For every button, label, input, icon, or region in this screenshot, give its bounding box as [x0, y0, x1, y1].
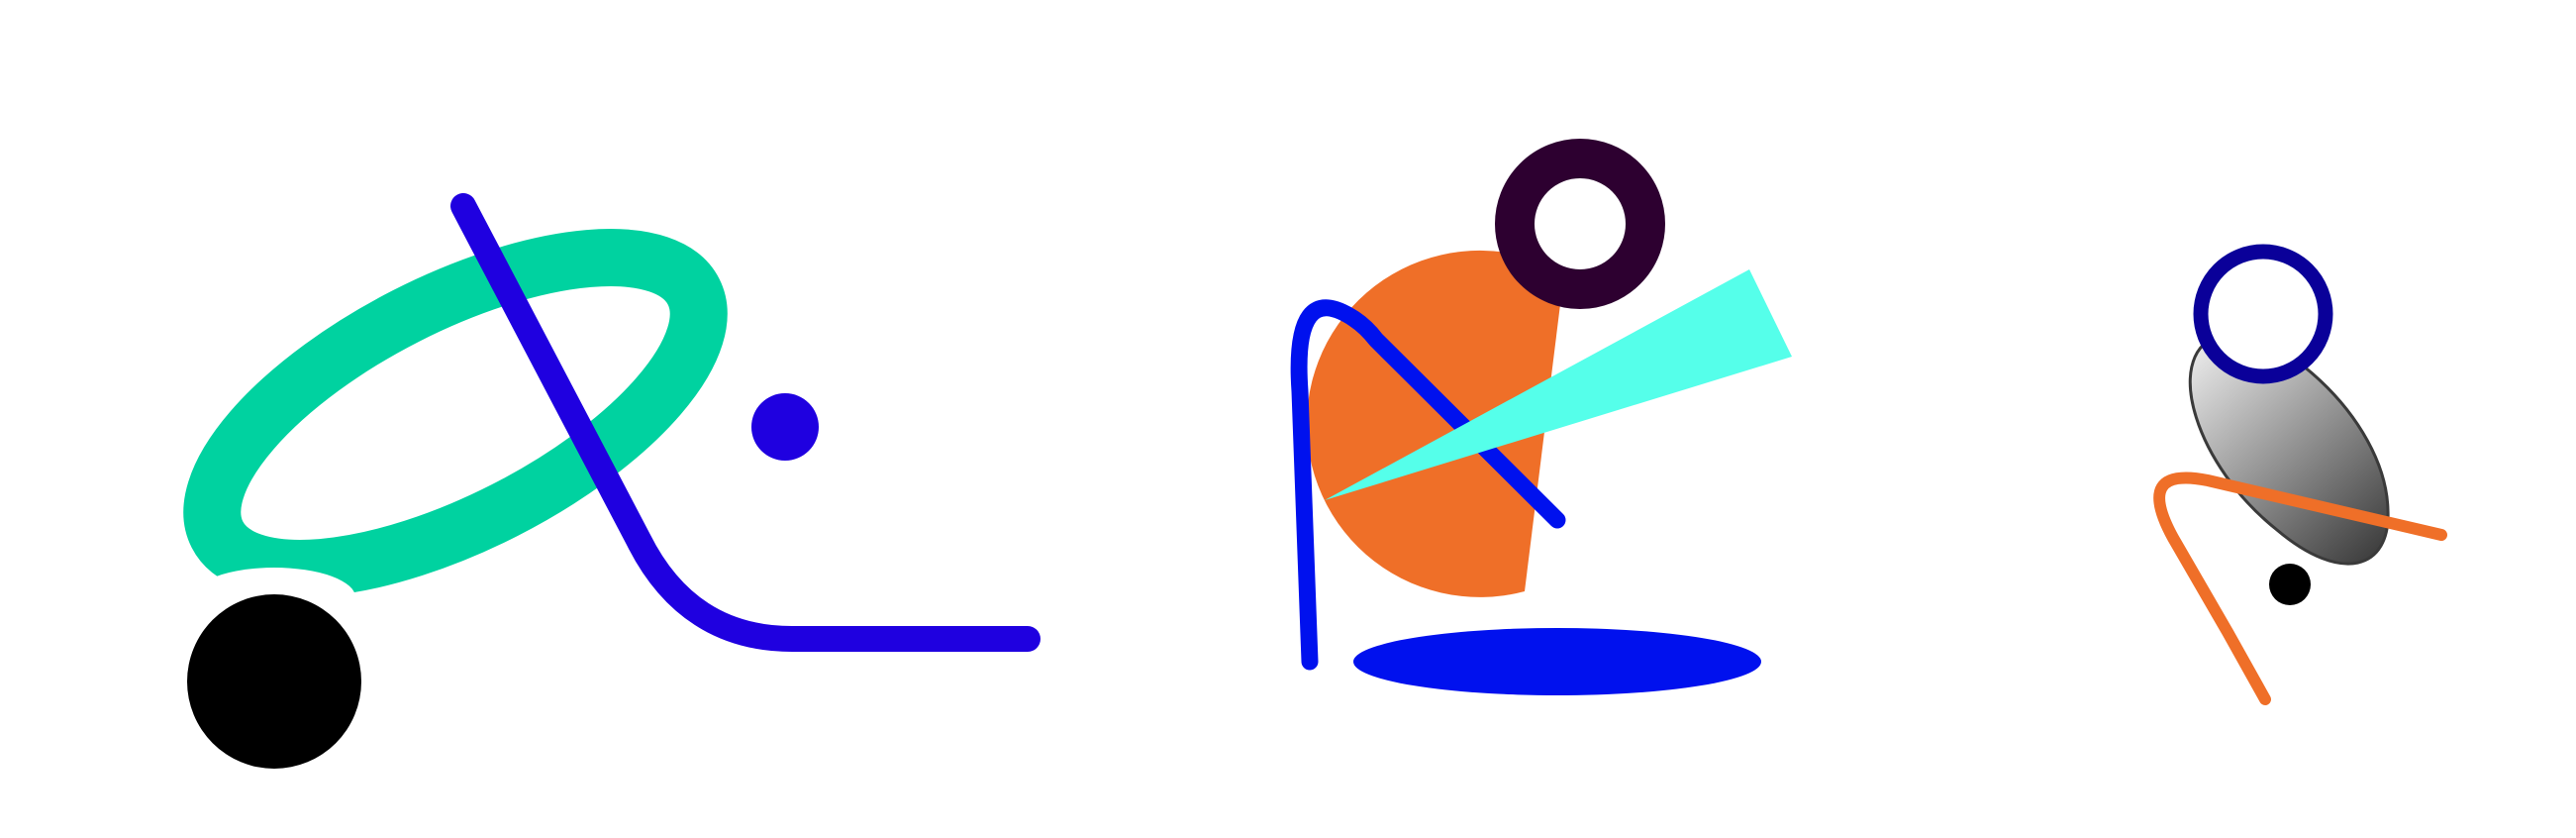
- blue-ellipse: [1353, 628, 1761, 695]
- navy-ring: [2193, 244, 2333, 384]
- center-composition: [1290, 139, 1792, 695]
- indigo-dot: [751, 393, 819, 461]
- indigo-bent-line: [450, 193, 1040, 652]
- small-black-dot: [2269, 564, 2311, 605]
- left-composition: [183, 193, 1040, 769]
- right-composition: [2153, 244, 2447, 705]
- blue-hook-line: [1290, 299, 1566, 671]
- cyan-wedge: [1325, 269, 1792, 500]
- dark-purple-ring: [1495, 139, 1665, 309]
- black-circle: [187, 594, 361, 769]
- orange-v-line: [2153, 471, 2447, 705]
- green-ring: [183, 229, 728, 597]
